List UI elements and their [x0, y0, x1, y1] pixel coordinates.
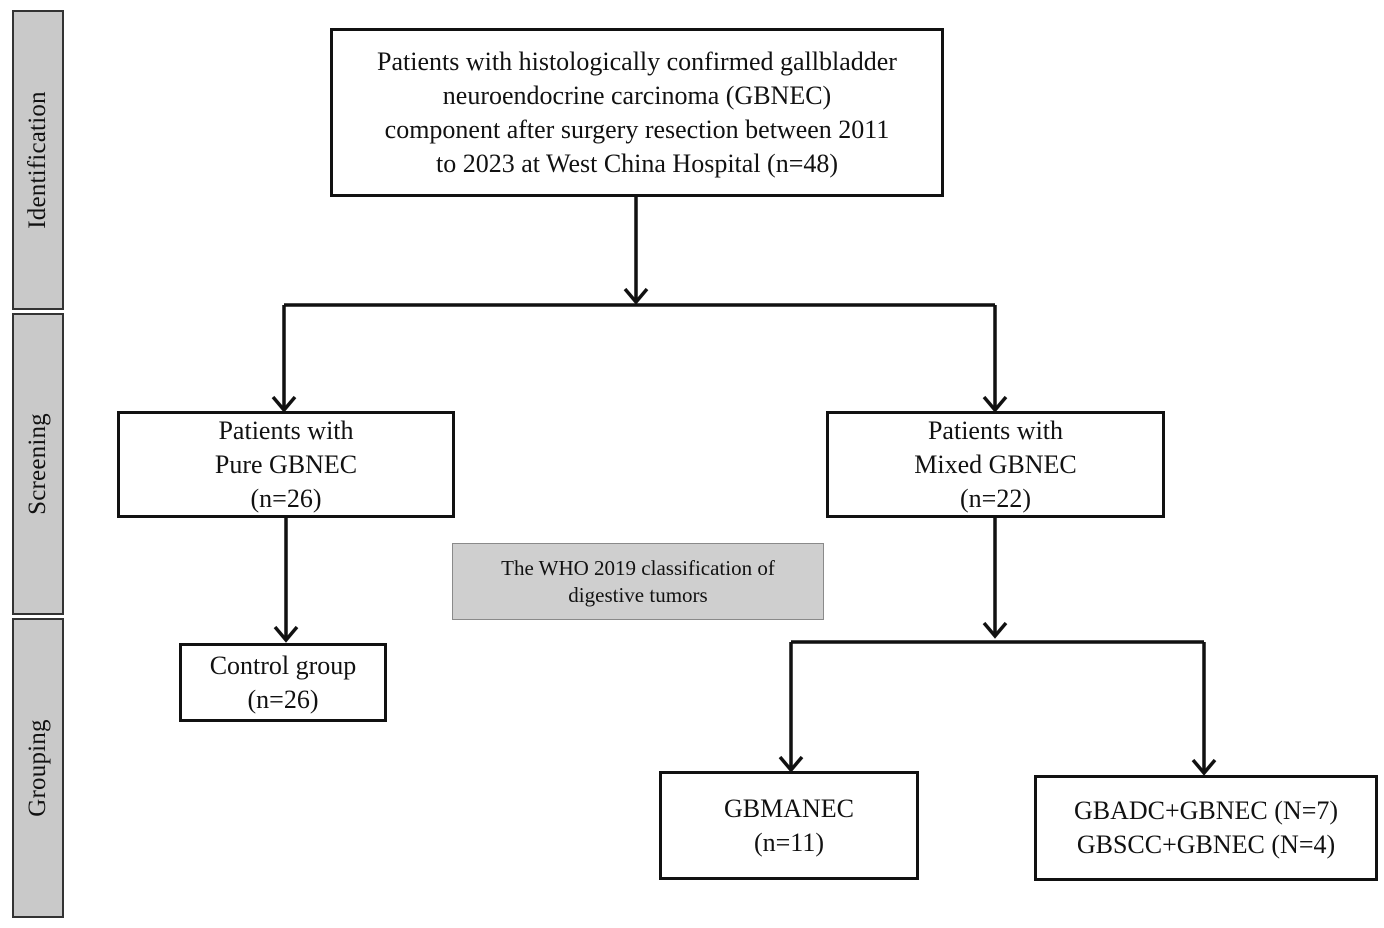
- control-group-line: (n=26): [247, 684, 319, 714]
- arrowhead-mixed: [982, 395, 1008, 413]
- gbadc-gbscc-line: GBSCC+GBNEC (N=4): [1076, 830, 1336, 859]
- gbmanec-line: GBMANEC: [723, 793, 854, 823]
- stage-screening: Screening: [12, 313, 64, 615]
- who-classification-note: The WHO 2019 classification of digestive…: [452, 543, 824, 620]
- mixed-gbnec-line: Mixed GBNEC: [914, 449, 1077, 479]
- mixed-gbnec-line: Patients with: [927, 415, 1064, 445]
- pure-gbnec-line: Patients with: [218, 415, 354, 445]
- mixed-gbnec-box: Patients with Mixed GBNEC (n=22): [826, 411, 1165, 518]
- stage-identification: Identification: [12, 10, 64, 310]
- pure-gbnec-line: Pure GBNEC: [214, 449, 358, 479]
- gbadc-gbscc-line: GBADC+GBNEC (N=7): [1073, 796, 1339, 825]
- arrowhead-mixed-split: [982, 621, 1008, 639]
- arrowhead-gbmanec: [778, 755, 804, 773]
- pure-gbnec-box: Patients with Pure GBNEC (n=26): [117, 411, 455, 518]
- gbmanec-box: GBMANEC (n=11): [659, 771, 919, 880]
- who-note-line: digestive tumors: [568, 582, 708, 607]
- identification-line: component after surgery resection betwee…: [384, 114, 890, 144]
- arrowhead-control: [273, 625, 299, 643]
- identification-line: neuroendocrine carcinoma (GBNEC): [442, 80, 832, 110]
- arrowhead-pure: [271, 395, 297, 413]
- who-note-line: The WHO 2019 classification of: [501, 555, 775, 580]
- gbadc-gbscc-box: GBADC+GBNEC (N=7) GBSCC+GBNEC (N=4): [1034, 775, 1378, 881]
- gbmanec-line: (n=11): [753, 827, 824, 857]
- control-group-line: Control group: [209, 650, 357, 680]
- control-group-box: Control group (n=26): [179, 643, 387, 722]
- identification-line: to 2023 at West China Hospital (n=48): [435, 148, 839, 178]
- arrowhead-gbadc: [1191, 758, 1217, 776]
- mixed-gbnec-line: (n=22): [960, 483, 1031, 513]
- pure-gbnec-line: (n=26): [250, 483, 322, 513]
- stage-grouping: Grouping: [12, 618, 64, 918]
- identification-line: Patients with histologically confirmed g…: [377, 46, 897, 76]
- arrowhead-identification: [623, 287, 649, 305]
- identification-box: Patients with histologically confirmed g…: [330, 28, 944, 197]
